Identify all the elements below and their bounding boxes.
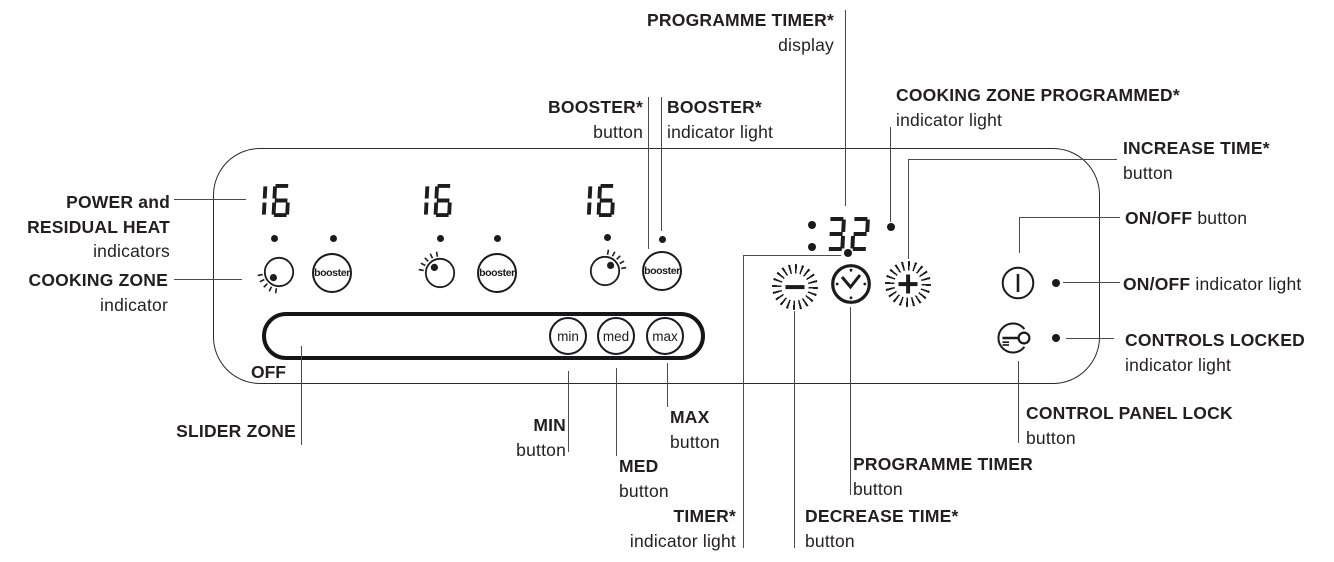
med-button[interactable]: med — [597, 317, 635, 355]
callout-booster-button: BOOSTER* button — [548, 97, 643, 142]
control-panel-lock-button[interactable] — [994, 317, 1036, 359]
zone1-booster-indicator-light — [330, 235, 337, 242]
slider-zone[interactable] — [262, 312, 705, 360]
callout-cooking-zone-indicator: COOKING ZONE indicator — [28, 270, 168, 315]
callout-line — [648, 97, 650, 249]
on-off-button[interactable] — [998, 263, 1038, 303]
callout-programme-timer-button: PROGRAMME TIMER button — [853, 454, 1033, 499]
callout-line — [1019, 217, 1120, 219]
controls-locked-indicator-light — [1052, 334, 1060, 342]
callout-line — [568, 371, 570, 452]
callout-line — [616, 368, 618, 456]
callout-increase-time-button: INCREASE TIME* button — [1123, 138, 1270, 183]
timer-colon-dot-top — [808, 221, 816, 229]
plus-icon — [906, 274, 910, 294]
min-button[interactable]: min — [549, 317, 587, 355]
decrease-time-button[interactable] — [772, 264, 818, 310]
callout-med-button: MED button — [619, 456, 669, 501]
programme-timer-button[interactable] — [829, 262, 873, 306]
zone2-booster-button[interactable]: booster — [477, 253, 517, 293]
callout-line — [743, 255, 841, 257]
off-label: OFF — [251, 362, 286, 382]
callout-max-button: MAX button — [670, 407, 720, 452]
callout-programme-timer-display: PROGRAMME TIMER* display — [647, 10, 834, 55]
increase-time-button[interactable] — [885, 261, 931, 307]
callout-decrease-time-button: DECREASE TIME* button — [805, 506, 959, 551]
power-display-zone2 — [410, 184, 459, 217]
callout-line — [743, 255, 745, 548]
timer-colon-dot-bottom — [808, 243, 816, 251]
clock-icon — [831, 264, 871, 304]
callout-min-button: MIN button — [516, 415, 566, 460]
zone3-booster-button[interactable]: booster — [642, 251, 682, 291]
zone1-indicator-light — [271, 235, 278, 242]
on-off-indicator-light — [1052, 279, 1060, 287]
callout-line — [174, 199, 246, 201]
callout-line — [908, 159, 1117, 161]
power-display-zone1 — [248, 184, 297, 217]
cooking-zone2-indicator-icon — [418, 251, 456, 289]
callout-line — [890, 127, 892, 222]
key-lock-icon — [997, 322, 1031, 354]
callout-line — [850, 307, 852, 495]
power-icon — [1001, 266, 1035, 300]
callout-slider-zone: SLIDER ZONE — [176, 421, 296, 441]
callout-line — [1018, 361, 1020, 443]
callout-line — [174, 279, 242, 281]
programme-timer-display — [826, 217, 876, 251]
cooking-zone3-indicator-icon — [589, 249, 627, 287]
callout-power-residual-heat: POWER and RESIDUAL HEAT indicators — [27, 192, 170, 261]
callout-line — [1063, 282, 1120, 284]
zone3-indicator-light — [604, 234, 611, 241]
callout-on-off-indicator-light: ON/OFF indicator light — [1123, 274, 1302, 294]
callout-on-off-button: ON/OFF button — [1125, 208, 1248, 228]
callout-line — [1066, 338, 1114, 340]
cooking-zone-programmed-indicator-light — [887, 223, 895, 231]
timer-indicator-light — [844, 249, 852, 257]
callout-controls-locked: CONTROLS LOCKED indicator light — [1125, 330, 1305, 375]
minus-icon — [785, 285, 805, 289]
callout-booster-indicator-light: BOOSTER* indicator light — [667, 97, 774, 142]
zone3-booster-indicator-light — [659, 236, 666, 243]
zone1-booster-button[interactable]: booster — [312, 253, 352, 293]
callout-line — [301, 346, 303, 445]
callout-cooking-zone-programmed: COOKING ZONE PROGRAMMED* indicator light — [896, 85, 1180, 130]
cooking-zone1-indicator-icon — [257, 256, 295, 294]
callout-line — [661, 97, 663, 231]
zone2-booster-indicator-light — [494, 235, 501, 242]
callout-line — [908, 159, 910, 259]
power-display-zone3 — [573, 184, 622, 217]
callout-line — [794, 311, 796, 548]
callout-line — [1019, 217, 1021, 253]
callout-control-panel-lock: CONTROL PANEL LOCK button — [1026, 403, 1233, 448]
callout-line — [845, 10, 847, 206]
callout-line — [667, 363, 669, 407]
callout-timer-indicator-light: TIMER* indicator light — [629, 506, 736, 551]
zone2-indicator-light — [437, 235, 444, 242]
max-button[interactable]: max — [646, 317, 684, 355]
